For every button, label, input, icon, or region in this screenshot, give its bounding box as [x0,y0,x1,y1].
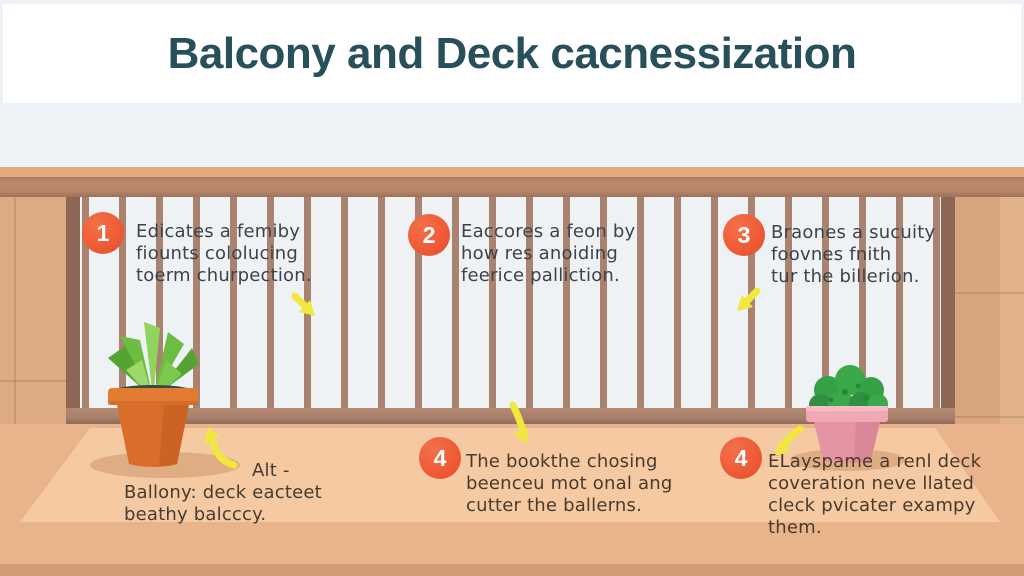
step-text-line: The bookthe chosing [466,451,658,472]
step-text-3: Braones a sucuity foovnes fnith tur the … [771,222,935,288]
step-text-line: ELayspame a renl deck [768,451,982,472]
step-number-badge: 4 [419,437,461,479]
step-number-badge: 3 [723,214,765,256]
title-band: Balcony and Deck cacnessization [3,4,1021,103]
wall-seam [955,292,1024,294]
step-text-line: feerice palliction. [461,265,620,286]
potted-plant-left-icon [108,322,199,467]
wall-left [0,197,66,437]
wall-right [955,197,1024,437]
step-text-2: Eaccores a feon by how res anoiding feer… [461,221,635,287]
step-text-5: ELayspame a renl deck coveration neve ll… [768,451,981,539]
top-rail [0,177,1024,197]
step-text-line: coveration neve llated [768,473,975,494]
potted-plant-right-icon [806,365,888,463]
caption-label: Alt - [252,460,290,481]
step-text-line: them. [768,517,822,538]
step-text-4: The bookthe chosing beenceu mot onal ang… [466,451,672,517]
step-text-1: Edicates a femiby fiounts cololucing toe… [136,221,312,287]
arrow-down-icon [509,401,528,444]
wall-seam [0,380,66,382]
step-number-badge: 1 [82,212,124,254]
wall-seam [955,416,1024,418]
railing-post-right [941,197,955,424]
step-text-line: Eaccores a feon by [461,221,636,242]
step-number-badge: 4 [720,437,762,479]
railing-balusters [66,197,955,408]
top-rail-highlight [0,167,1024,177]
step-text-line: beenceu mot onal ang [466,473,673,494]
arrow-down-right-icon [291,292,315,316]
step-text-line: toerm churpection. [136,265,312,286]
step-text-line: Braones a sucuity [771,222,936,243]
caption-line: Ballony: deck eacteet [124,482,322,503]
caption-line: beathy balcccy. [124,504,267,525]
step-text-line: cutter the ballerns. [466,495,643,516]
deck-front-edge [0,564,1024,576]
page-title: Balcony and Deck cacnessization [167,28,857,78]
step-text-line: how res anoiding [461,243,618,264]
step-text-line: fiounts cololucing [136,243,298,264]
step-text-line: cleck pvicater exampy [768,495,976,516]
arrow-down-left-icon [775,425,804,456]
step-text-line: Edicates a femiby [136,221,301,242]
step-text-line: tur the billerion. [771,266,920,287]
arrow-down-left-icon [737,287,761,311]
step-number-badge: 2 [408,214,450,256]
wall-seam [14,197,16,424]
caption-text: Ballony: deck eacteet beathy balcccy. [124,482,322,526]
arrow-up-left-icon [204,428,238,469]
railing-post-left [66,197,80,424]
step-text-line: foovnes fnith [771,244,892,265]
bottom-rail [66,408,955,424]
